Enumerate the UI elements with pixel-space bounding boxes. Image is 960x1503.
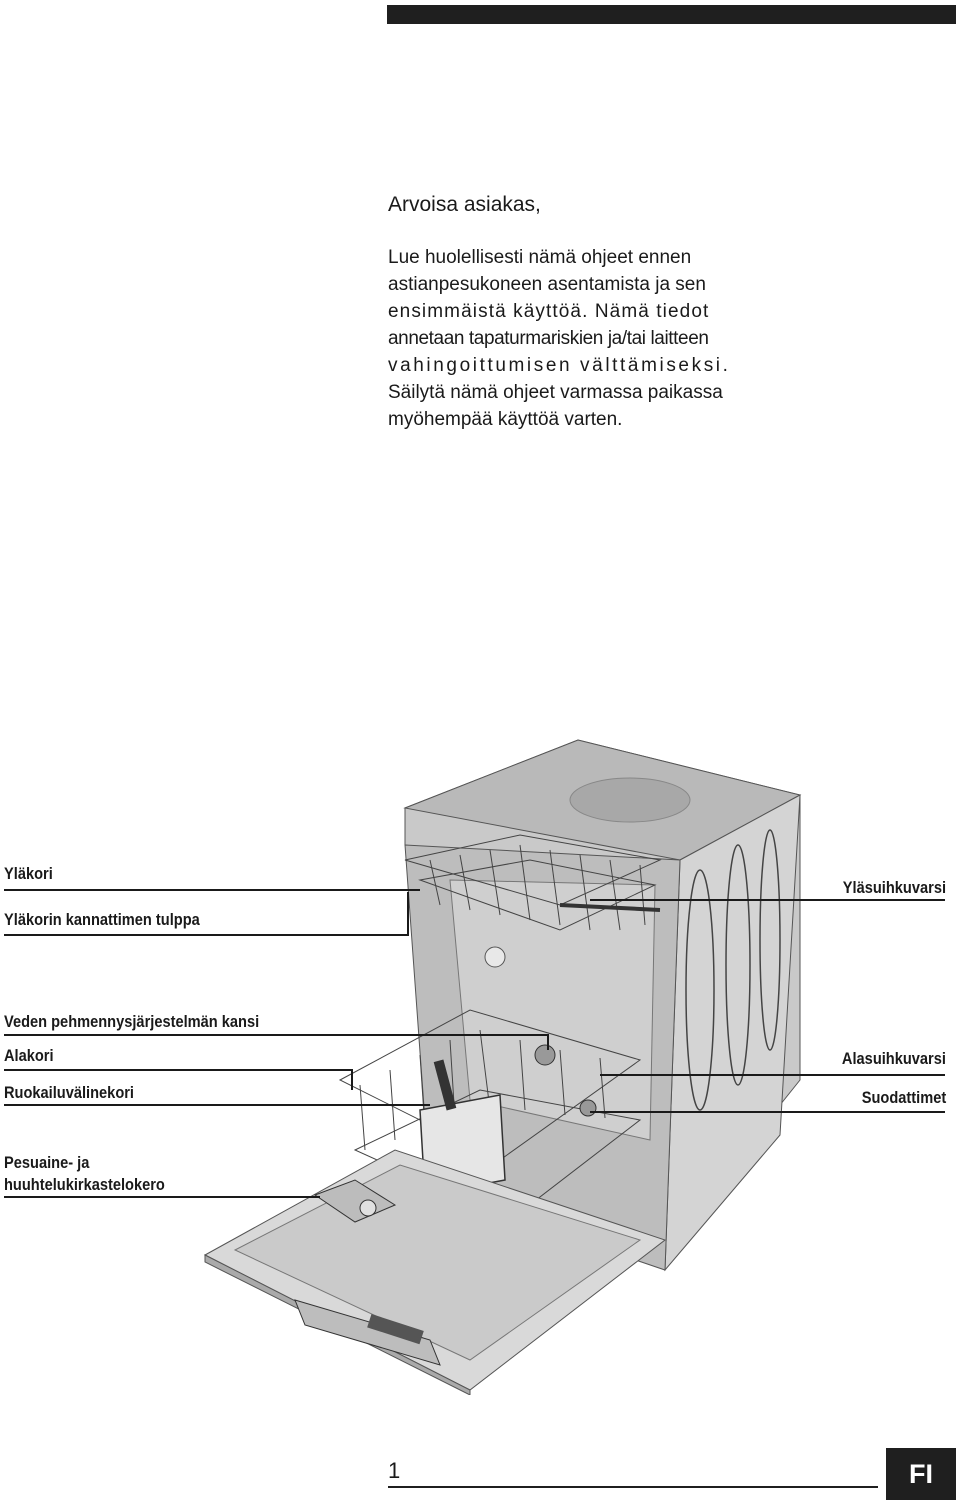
label-dispenser-line-1: Pesuaine- ja	[4, 1153, 90, 1172]
label-softener-cap: Veden pehmennysjärjestelmän kansi	[4, 1012, 260, 1031]
dishwasher-diagram: Yläkori Yläkorin kannattimen tulppa Yläs…	[0, 735, 960, 1396]
label-cutlery-basket: Ruokailuvälinekori	[4, 1083, 135, 1102]
label-upper-spray-arm: Yläsuihkuvarsi	[842, 878, 946, 897]
page-number: 1	[388, 1458, 401, 1483]
intro-paragraph: Lue huolellisesti nämä ohjeet ennen asti…	[388, 244, 788, 433]
language-badge: FI	[886, 1448, 956, 1500]
label-upper-basket: Yläkori	[4, 864, 53, 883]
label-lower-spray-arm: Alasuihkuvarsi	[841, 1049, 946, 1068]
greeting: Arvoisa asiakas,	[388, 193, 541, 216]
intro-line: vahingoittumisen välttämiseksi.	[388, 355, 731, 376]
footer-rule	[388, 1486, 878, 1488]
label-dispenser-line-2: huuhtelukirkastelokero	[4, 1175, 165, 1194]
intro-line: Säilytä nämä ohjeet varmassa paikassa	[388, 382, 723, 403]
intro-line: annetaan tapaturmariskien ja/tai laittee…	[388, 328, 709, 349]
label-lower-basket: Alakori	[4, 1046, 54, 1065]
label-filters: Suodattimet	[861, 1088, 946, 1107]
header-bar	[387, 5, 956, 24]
intro-line: ensimmäistä käyttöä. Nämä tiedot	[388, 301, 710, 322]
label-upper-basket-stopper: Yläkorin kannattimen tulppa	[4, 910, 200, 929]
intro-line: astianpesukoneen asentamista ja sen	[388, 274, 706, 295]
dishwasher-illustration	[4, 739, 945, 1396]
intro-line: Lue huolellisesti nämä ohjeet ennen	[388, 247, 692, 268]
intro-line: myöhempää käyttöä varten.	[388, 409, 623, 430]
